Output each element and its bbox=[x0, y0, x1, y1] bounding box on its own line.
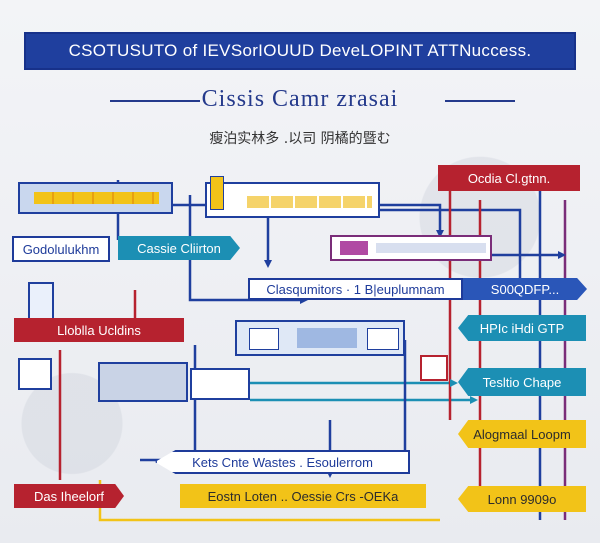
monitor-icon bbox=[18, 358, 52, 390]
label-right-yellow-text: Alogmaal Loopm bbox=[473, 426, 571, 442]
dashboard-device bbox=[235, 320, 405, 356]
marker-one-icon bbox=[210, 176, 224, 210]
label-right-teal-2: Tesltio Chape bbox=[458, 368, 586, 396]
laptop-icon bbox=[367, 328, 399, 350]
panel-screen-icon bbox=[340, 241, 368, 255]
panel-bar bbox=[376, 243, 486, 253]
label-bottom-right-text: Lonn 9909o bbox=[487, 491, 557, 507]
people-group-icon bbox=[98, 362, 188, 402]
mail-icon bbox=[249, 328, 279, 350]
server-rack-device bbox=[18, 182, 173, 214]
label-right-teal-text: HPIc iHdi GTP bbox=[479, 320, 565, 336]
label-right-teal: HPIc iHdi GTP bbox=[458, 315, 586, 341]
label-top-right: Ocdia Cl.gtnn. bbox=[438, 165, 580, 191]
toolbar-cells bbox=[247, 196, 372, 208]
label-bottom-mid: Kets Cnte Wastes . Esoulerrom bbox=[155, 450, 410, 474]
label-right-yellow: Alogmaal Loopm bbox=[458, 420, 586, 448]
label-left-1: Godolulukhm bbox=[12, 236, 110, 262]
label-bottom-mid-text: Kets Cnte Wastes . Esoulerrom bbox=[192, 454, 373, 470]
label-top-right-text: Ocdia Cl.gtnn. bbox=[467, 170, 551, 186]
label-left-1-text: Godolulukhm bbox=[22, 241, 100, 257]
label-bottom-left: Das Iheelorf bbox=[14, 484, 124, 508]
banner-title: CSOTUSUTO of IEVSorIOUUD DeveLOPINT ATTN… bbox=[68, 41, 532, 60]
caption-text: 瘦泊实林多 .以司 阴橘的暨む bbox=[209, 131, 391, 147]
subtitle-rule-right bbox=[445, 100, 515, 102]
label-left-2: Cassie Cliirton bbox=[118, 236, 240, 260]
label-right-1-text: S00QDFP... bbox=[490, 281, 560, 297]
label-bottom-center: Eostn Loten .. Oessie Crs -OEKa bbox=[180, 484, 426, 508]
subtitle-rule-left bbox=[110, 100, 200, 102]
label-left-red-text: Lloblla Ucldins bbox=[57, 322, 141, 338]
label-center-long: Clasqumitors · 1 B|euplumnam bbox=[248, 278, 463, 300]
subtitle: Cissis Camr zrasai bbox=[201, 86, 399, 112]
label-right-teal-2-text: Tesltio Chape bbox=[482, 374, 562, 390]
dashboard-chart bbox=[297, 328, 357, 348]
label-bottom-left-text: Das Iheelorf bbox=[33, 488, 105, 504]
printer-icon bbox=[190, 368, 250, 400]
label-right-1: S00QDFP... bbox=[463, 278, 587, 300]
label-bottom-center-text: Eostn Loten .. Oessie Crs -OEKa bbox=[207, 488, 399, 504]
toolbar-device bbox=[205, 176, 380, 218]
server-lights bbox=[34, 192, 159, 204]
label-center-long-text: Clasqumitors · 1 B|euplumnam bbox=[266, 281, 445, 297]
panel-device bbox=[330, 235, 492, 261]
store-icon bbox=[420, 355, 448, 381]
header-banner: CSOTUSUTO of IEVSorIOUUD DeveLOPINT ATTN… bbox=[24, 32, 576, 70]
label-bottom-right: Lonn 9909o bbox=[458, 486, 586, 512]
label-left-red: Lloblla Ucldins bbox=[14, 318, 184, 342]
label-left-2-text: Cassie Cliirton bbox=[137, 240, 221, 256]
